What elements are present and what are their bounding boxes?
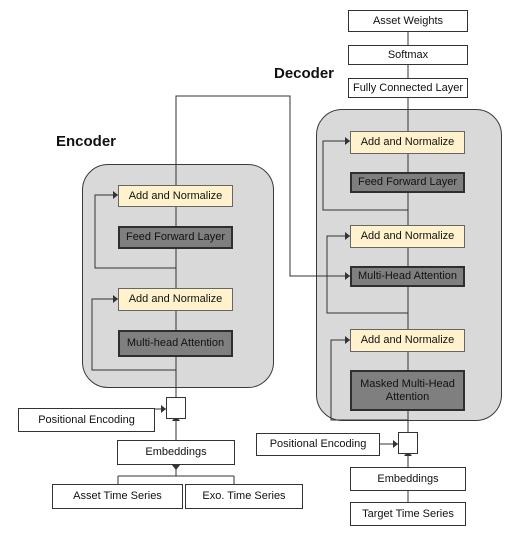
decoder-title: Decoder [274,65,335,82]
encoder-feed-forward-layer: Feed Forward Layer [118,226,233,249]
decoder-positional-encoding: Positional Encoding [256,433,380,456]
encoder-title: Encoder [56,133,117,150]
decoder-masked-multi-head-attention: Masked Multi-Head Attention [350,370,465,411]
encoder-add-normalize-bottom: Add and Normalize [118,288,233,311]
encoder-embeddings: Embeddings [117,440,235,465]
decoder-add-normalize-2: Add and Normalize [350,225,465,248]
arrowhead [172,465,180,470]
encoder-add-normalize-top: Add and Normalize [118,185,233,207]
decoder-add-normalize-1: Add and Normalize [350,329,465,352]
encoder-input-asset-time-series: Asset Time Series [52,484,183,509]
decoder-add-node [398,432,418,454]
decoder-embeddings: Embeddings [350,467,466,491]
decoder-fully-connected-layer: Fully Connected Layer [348,78,468,98]
encoder-input-exo-time-series: Exo. Time Series [185,484,303,509]
decoder-output-asset-weights: Asset Weights [348,10,468,32]
encoder-positional-encoding: Positional Encoding [18,408,155,432]
encoder-multi-head-attention: Multi-head Attention [118,330,233,357]
decoder-multi-head-attention: Multi-Head Attention [350,266,465,287]
decoder-add-normalize-3: Add and Normalize [350,131,465,154]
encoder-add-node [166,397,186,419]
decoder-feed-forward-layer: Feed Forward Layer [350,172,465,193]
decoder-softmax: Softmax [348,45,468,65]
decoder-input-target-time-series: Target Time Series [350,502,466,526]
